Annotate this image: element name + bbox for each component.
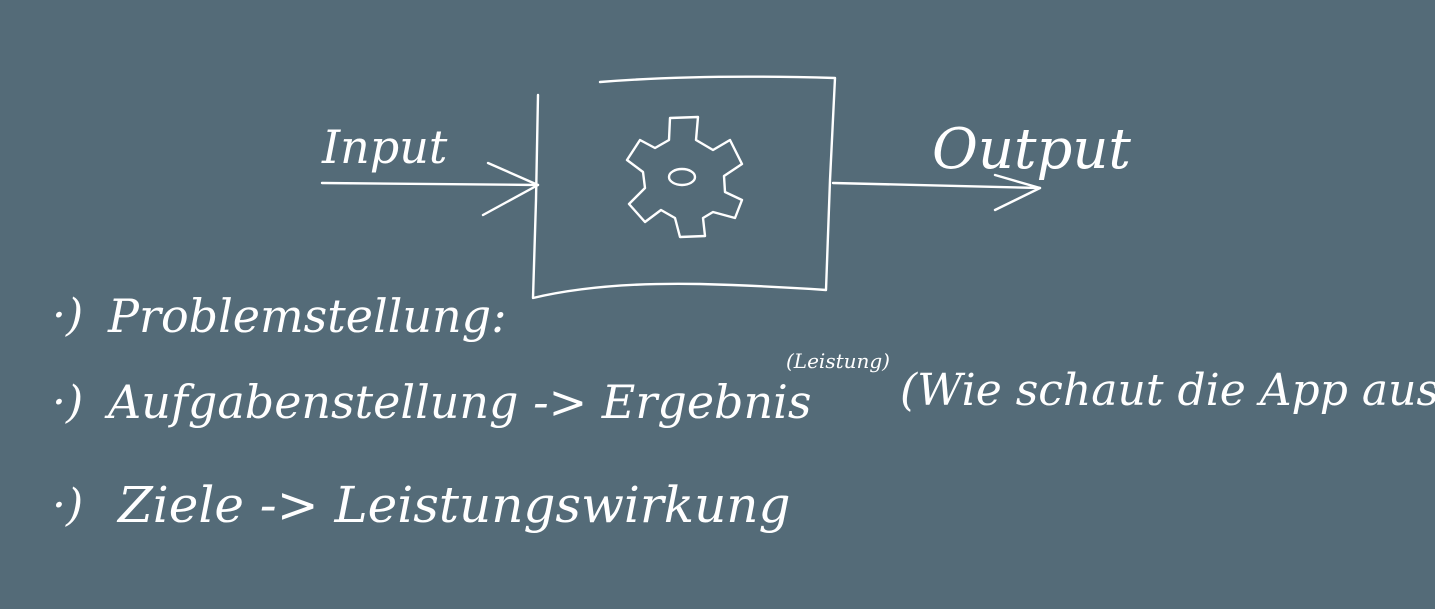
note-bullet: ·) [52, 377, 83, 428]
note-app-question: (Wie schaut die App aus?) [900, 365, 1435, 416]
note-bullet: ·) [52, 290, 83, 341]
process-box [531, 75, 837, 300]
note-problemstellung: Problemstellung: [107, 289, 507, 343]
note-aufgabenstellung: Aufgabenstellung -> Ergebnis [104, 375, 811, 429]
gear-icon [625, 115, 744, 239]
input-label: Input [321, 120, 448, 174]
output-label: Output [932, 117, 1131, 182]
output-arrow [831, 173, 1042, 212]
note-leistung-superscript: (Leistung) [786, 349, 890, 373]
input-arrow [320, 161, 540, 217]
note-ziele: Ziele -> Leistungswirkung [116, 476, 791, 534]
notes-list: ·) Problemstellung: ·) Aufgabenstellung … [52, 289, 1435, 534]
note-bullet: ·) [52, 480, 83, 531]
